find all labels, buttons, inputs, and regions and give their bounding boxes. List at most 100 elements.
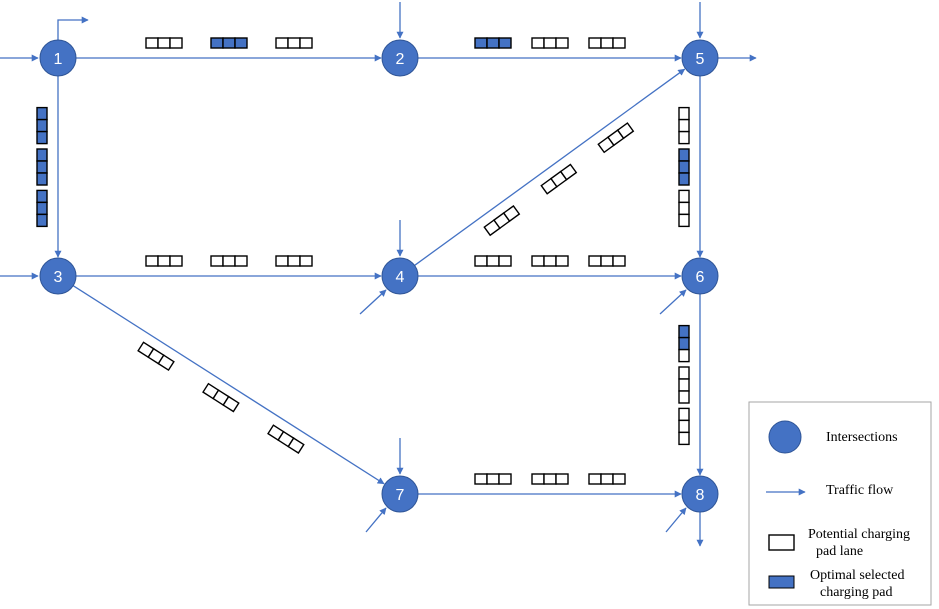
potential-charging-pad bbox=[555, 473, 569, 485]
intersection-node-8: 8 bbox=[681, 475, 719, 513]
pad-lane-1-2-3 bbox=[275, 37, 313, 49]
potential-charging-pad bbox=[474, 473, 488, 485]
potential-charging-pad bbox=[474, 255, 488, 267]
pad-lane-6-8-1 bbox=[678, 324, 690, 363]
edge-4-5 bbox=[414, 68, 686, 266]
pad-lane-5-6-3 bbox=[678, 189, 690, 228]
potential-charging-pad bbox=[502, 204, 521, 223]
potential-charging-pad bbox=[678, 189, 690, 204]
legend-intersection-icon bbox=[768, 420, 802, 454]
intersection-label: 4 bbox=[396, 269, 405, 286]
selected-charging-pad bbox=[486, 37, 500, 49]
potential-charging-pad bbox=[145, 255, 159, 267]
pad-lane-7-8-1 bbox=[474, 473, 512, 485]
selected-charging-pad bbox=[36, 189, 48, 204]
pad-lane-4-6-1 bbox=[474, 255, 512, 267]
intersection-circle bbox=[681, 39, 719, 77]
pad-lane-4-6-2 bbox=[531, 255, 569, 267]
selected-charging-pad bbox=[498, 37, 512, 49]
potential-charging-pad bbox=[678, 390, 690, 404]
potential-charging-pad bbox=[287, 37, 301, 49]
legend-potential-pad-icon bbox=[768, 534, 795, 551]
potential-charging-pad bbox=[678, 118, 690, 133]
potential-charging-pad bbox=[678, 348, 690, 363]
selected-charging-pad bbox=[222, 37, 236, 49]
pad-lane-6-8-3 bbox=[678, 407, 690, 446]
pad-lane-3-4-3 bbox=[275, 255, 313, 267]
potential-charging-pad bbox=[616, 122, 635, 140]
potential-charging-pad bbox=[678, 366, 690, 380]
potential-charging-pad bbox=[678, 378, 690, 392]
intersection-circle bbox=[381, 475, 419, 513]
potential-charging-pad bbox=[157, 37, 171, 49]
pad-lane-2-5-1 bbox=[474, 37, 512, 49]
intersection-label: 5 bbox=[696, 51, 705, 68]
potential-charging-pad bbox=[588, 255, 602, 267]
potential-charging-pad bbox=[498, 473, 512, 485]
potential-charging-pad bbox=[169, 37, 183, 49]
potential-charging-pad bbox=[588, 473, 602, 485]
potential-charging-pad bbox=[600, 37, 614, 49]
potential-charging-pad bbox=[678, 431, 690, 446]
selected-charging-pad bbox=[36, 118, 48, 133]
selected-charging-pad bbox=[36, 160, 48, 174]
potential-charging-pad bbox=[145, 37, 159, 49]
potential-charging-pad bbox=[600, 255, 614, 267]
pad-lane-4-5-2 bbox=[540, 163, 578, 195]
intersection-label: 2 bbox=[396, 51, 405, 68]
potential-charging-pad bbox=[157, 354, 175, 372]
potential-charging-pad bbox=[678, 130, 690, 145]
edge-3-7 bbox=[72, 285, 385, 485]
intersection-node-4: 4 bbox=[381, 257, 419, 295]
legend-intersections-label: Intersections bbox=[826, 430, 898, 445]
selected-charging-pad bbox=[474, 37, 488, 49]
selected-charging-pad bbox=[36, 172, 48, 186]
selected-charging-pad bbox=[678, 172, 690, 186]
potential-charging-pad bbox=[210, 255, 224, 267]
intersection-circle bbox=[381, 257, 419, 295]
intersection-label: 1 bbox=[54, 51, 63, 68]
legend-potential-label-line2: pad lane bbox=[816, 544, 863, 559]
selected-charging-pad bbox=[234, 37, 248, 49]
pad-lane-5-6-2 bbox=[678, 148, 690, 186]
intersection-label: 6 bbox=[696, 269, 705, 286]
pad-lane-1-3-3 bbox=[36, 189, 48, 228]
potential-charging-pad bbox=[588, 37, 602, 49]
pad-lane-1-2-2 bbox=[210, 37, 248, 49]
legend-selected-pad-icon bbox=[768, 575, 795, 589]
selected-charging-pad bbox=[36, 201, 48, 216]
pad-lane-4-6-3 bbox=[588, 255, 626, 267]
pad-lane-4-5-1 bbox=[483, 204, 521, 237]
selected-charging-pad bbox=[36, 130, 48, 145]
intersection-circle bbox=[39, 257, 77, 295]
potential-charging-pad bbox=[612, 255, 626, 267]
intersection-node-1: 1 bbox=[39, 39, 77, 77]
potential-charging-pad bbox=[486, 473, 500, 485]
legend-optimal-label-line2: charging pad bbox=[820, 585, 892, 600]
selected-charging-pad bbox=[678, 148, 690, 162]
pad-lane-1-3-1 bbox=[36, 106, 48, 145]
pad-lane-4-5-3 bbox=[597, 122, 635, 154]
pad-lane-3-7-2 bbox=[202, 382, 240, 413]
potential-charging-pad bbox=[234, 255, 248, 267]
potential-charging-pad bbox=[299, 255, 313, 267]
intersection-node-3: 3 bbox=[39, 257, 77, 295]
potential-charging-pad bbox=[559, 163, 578, 181]
pad-lane-3-4-2 bbox=[210, 255, 248, 267]
potential-charging-pad bbox=[678, 213, 690, 228]
traffic-flow-arrow bbox=[359, 289, 387, 315]
intersection-circle bbox=[681, 257, 719, 295]
selected-charging-pad bbox=[36, 213, 48, 228]
intersection-node-6: 6 bbox=[681, 257, 719, 295]
selected-charging-pad bbox=[678, 160, 690, 174]
intersection-label: 3 bbox=[54, 269, 63, 286]
potential-charging-pad bbox=[543, 37, 557, 49]
legend-traffic-flow-label: Traffic flow bbox=[826, 483, 894, 498]
selected-charging-pad bbox=[678, 336, 690, 351]
legend: Intersections Traffic flow Potential cha… bbox=[748, 401, 932, 606]
potential-charging-pad bbox=[531, 473, 545, 485]
pad-lane-1-2-1 bbox=[145, 37, 183, 49]
potential-charging-pad bbox=[612, 37, 626, 49]
selected-charging-pad bbox=[210, 37, 224, 49]
